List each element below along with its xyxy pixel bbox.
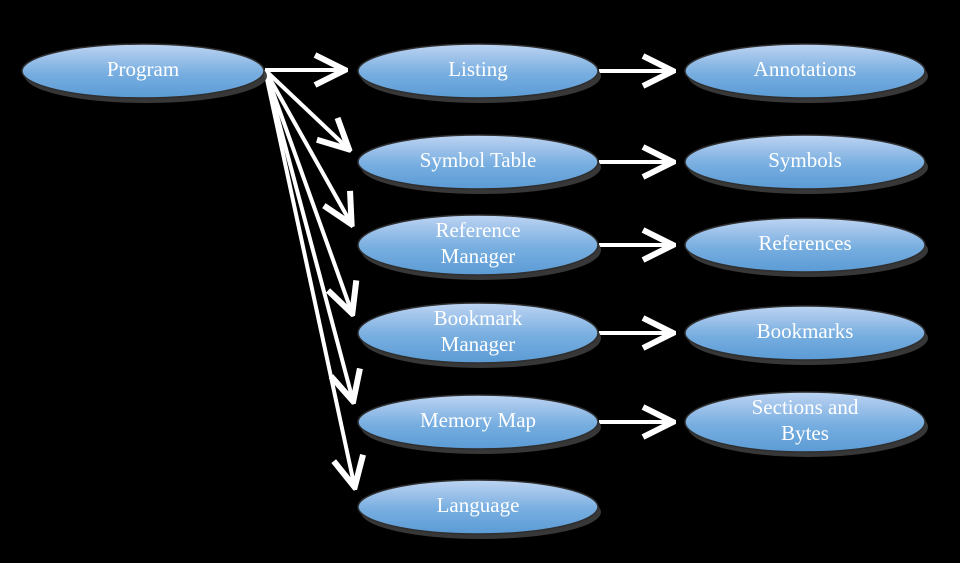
node-label: Annotations [754, 57, 857, 81]
node-label-line: Program [107, 57, 179, 81]
node-annotations[interactable]: Annotations [684, 43, 928, 103]
node-label: Symbols [768, 148, 842, 172]
node-label-line: Annotations [754, 57, 857, 81]
node-ellipse[interactable] [357, 214, 599, 276]
node-ellipse[interactable] [357, 394, 599, 450]
node-label-line: Language [437, 493, 520, 517]
node-symbols[interactable]: Symbols [684, 134, 928, 194]
node-label: Program [107, 57, 179, 81]
edge-line [263, 69, 352, 314]
edge-program-to-memory-map [263, 69, 353, 401]
node-ellipse[interactable] [357, 43, 599, 99]
node-symbol-table[interactable]: Symbol Table [357, 134, 601, 194]
node-label: Language [437, 493, 520, 517]
node-references[interactable]: References [684, 217, 928, 277]
edge-program-to-symbol-table [263, 68, 349, 149]
node-label: References [758, 231, 851, 255]
node-label-line: Reference [435, 218, 520, 242]
edges-layer [263, 68, 673, 487]
node-ellipse[interactable] [684, 217, 926, 273]
node-label-line: Memory Map [420, 408, 536, 432]
node-language[interactable]: Language [357, 479, 601, 539]
node-label: Memory Map [420, 408, 536, 432]
node-label-line: Bytes [781, 421, 829, 445]
edge-program-to-language [263, 69, 355, 487]
node-ellipse[interactable] [684, 305, 926, 361]
node-ellipse[interactable] [357, 302, 599, 364]
node-label: Bookmarks [757, 319, 854, 343]
node-label-line: Bookmarks [757, 319, 854, 343]
edge-program-to-reference-manager [263, 69, 352, 224]
node-label-line: Bookmark [434, 306, 523, 330]
node-label-line: Symbol Table [420, 148, 537, 172]
node-memory-map[interactable]: Memory Map [357, 394, 601, 454]
node-label-line: References [758, 231, 851, 255]
node-ellipse[interactable] [684, 134, 926, 190]
node-label-line: Manager [441, 332, 516, 356]
node-ellipse[interactable] [684, 391, 926, 453]
node-label-line: Sections and [752, 395, 859, 419]
node-ellipse[interactable] [21, 43, 265, 99]
edge-program-to-bookmark-manager [263, 69, 352, 314]
node-label: Listing [448, 57, 508, 81]
node-program[interactable]: Program [21, 43, 267, 103]
node-bookmarks[interactable]: Bookmarks [684, 305, 928, 365]
node-ellipse[interactable] [357, 479, 599, 535]
edge-line [263, 69, 352, 224]
node-label: Symbol Table [420, 148, 537, 172]
edge-line [263, 68, 349, 149]
node-ellipse[interactable] [357, 134, 599, 190]
node-label-line: Manager [441, 244, 516, 268]
edge-line [263, 69, 353, 401]
node-label-line: Listing [448, 57, 508, 81]
node-ellipse[interactable] [684, 43, 926, 99]
node-label-line: Symbols [768, 148, 842, 172]
node-listing[interactable]: Listing [357, 43, 601, 103]
edge-line [263, 69, 355, 487]
